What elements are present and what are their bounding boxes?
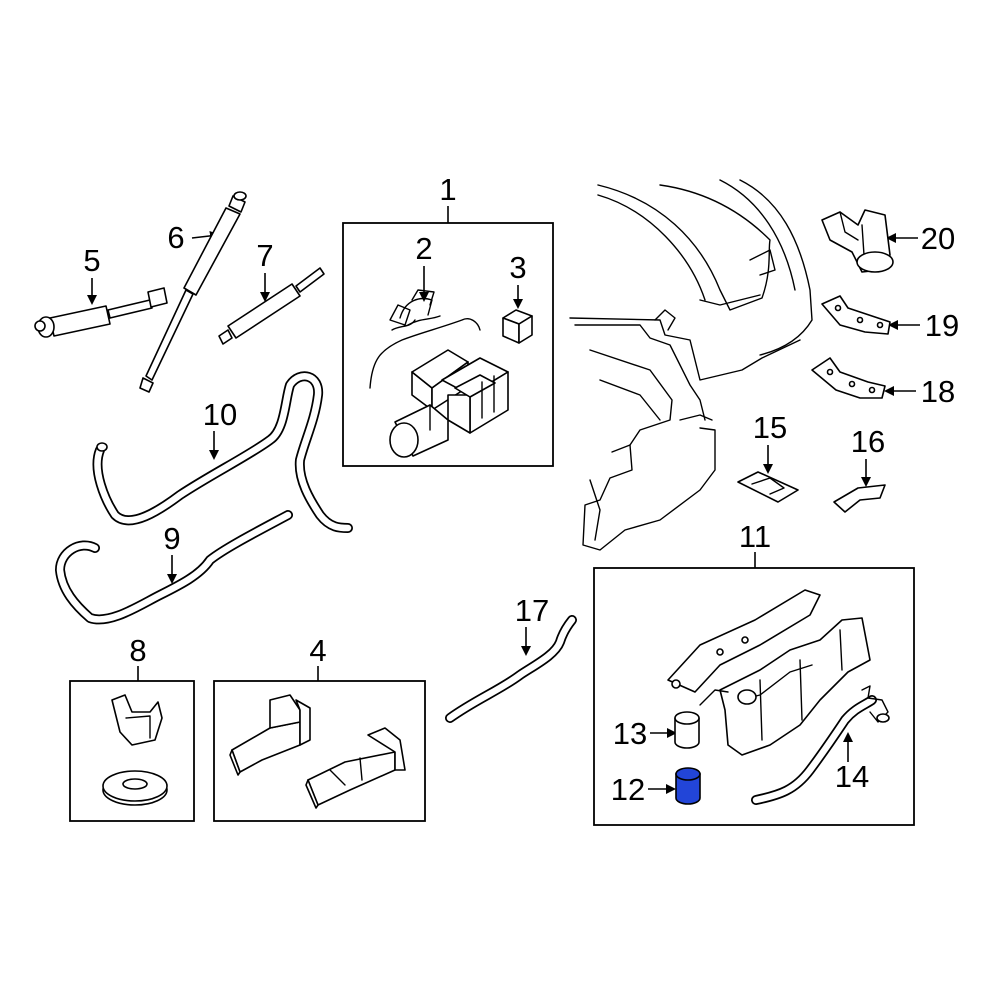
part-19-group[interactable]: 19: [821, 295, 959, 343]
part-14-group[interactable]: 14: [751, 685, 890, 805]
mount-plate-lower: [811, 357, 886, 399]
mount-plate-upper: [821, 295, 891, 335]
hydraulic-cylinder: [34, 287, 168, 338]
part-20-group[interactable]: 20: [821, 209, 955, 273]
callout-20[interactable]: 20: [921, 221, 955, 256]
callout-9[interactable]: 9: [163, 521, 180, 556]
part-2-group[interactable]: 2: [389, 231, 441, 331]
part-10-group[interactable]: 10: [92, 371, 353, 533]
callout-6[interactable]: 6: [167, 220, 184, 255]
latch-bracket: [821, 209, 894, 273]
part-8-box: [69, 680, 195, 822]
callout-18[interactable]: 18: [921, 374, 955, 409]
bushing-highlighted[interactable]: [675, 767, 701, 805]
hinge-assembly: [667, 589, 871, 756]
part-4-group[interactable]: 4: [213, 633, 426, 822]
callout-19[interactable]: 19: [925, 308, 959, 343]
part-17-group[interactable]: 17: [445, 593, 577, 723]
part-13-group[interactable]: 13: [613, 711, 700, 751]
callout-15[interactable]: 15: [753, 410, 787, 445]
part-18-group[interactable]: 18: [811, 357, 955, 409]
callout-3[interactable]: 3: [509, 250, 526, 285]
callout-2[interactable]: 2: [415, 231, 432, 266]
gas-strut-long: [139, 191, 247, 393]
part-11-group[interactable]: 11: [593, 519, 915, 826]
part-5-group[interactable]: 5: [34, 243, 168, 338]
part-16-group[interactable]: 16: [833, 424, 886, 513]
callout-14[interactable]: 14: [835, 759, 869, 794]
pump-motor: [389, 349, 509, 458]
wire-connector: [389, 289, 441, 331]
callout-10[interactable]: 10: [203, 397, 237, 432]
body-frame: [569, 179, 813, 551]
clip-small: [833, 484, 886, 513]
bushing: [674, 711, 700, 749]
callout-16[interactable]: 16: [851, 424, 885, 459]
bracket-lower: [305, 727, 406, 809]
gas-strut-short: [218, 267, 325, 345]
part-3-group[interactable]: 3: [502, 250, 533, 344]
part-11-box: [593, 567, 915, 826]
part-4-box: [213, 680, 426, 822]
part-8-group[interactable]: 8: [69, 633, 195, 822]
callout-11[interactable]: 11: [739, 519, 771, 554]
callout-5[interactable]: 5: [83, 243, 100, 278]
relay: [502, 309, 533, 344]
part-9-group[interactable]: 9: [55, 510, 293, 625]
callout-13[interactable]: 13: [613, 716, 647, 751]
hose-long: [92, 371, 353, 533]
callout-7[interactable]: 7: [256, 238, 273, 273]
rod: [751, 685, 890, 805]
clip: [111, 694, 163, 746]
grommet: [102, 770, 168, 806]
part-6-group[interactable]: 6: [139, 191, 247, 393]
callout-4[interactable]: 4: [309, 633, 326, 668]
hose-short: [55, 510, 293, 625]
part-7-group[interactable]: 7: [218, 238, 325, 345]
callout-8[interactable]: 8: [129, 633, 146, 668]
cable: [445, 615, 577, 723]
clip-plate: [737, 471, 799, 503]
callout-1[interactable]: 1: [439, 172, 456, 207]
part-12-group[interactable]: 12: [611, 767, 701, 807]
part-1-group[interactable]: 1: [342, 172, 554, 467]
callout-17[interactable]: 17: [515, 593, 549, 628]
part-15-group[interactable]: 15: [737, 410, 799, 503]
callout-12[interactable]: 12: [611, 772, 645, 807]
bracket-upper: [229, 694, 311, 776]
